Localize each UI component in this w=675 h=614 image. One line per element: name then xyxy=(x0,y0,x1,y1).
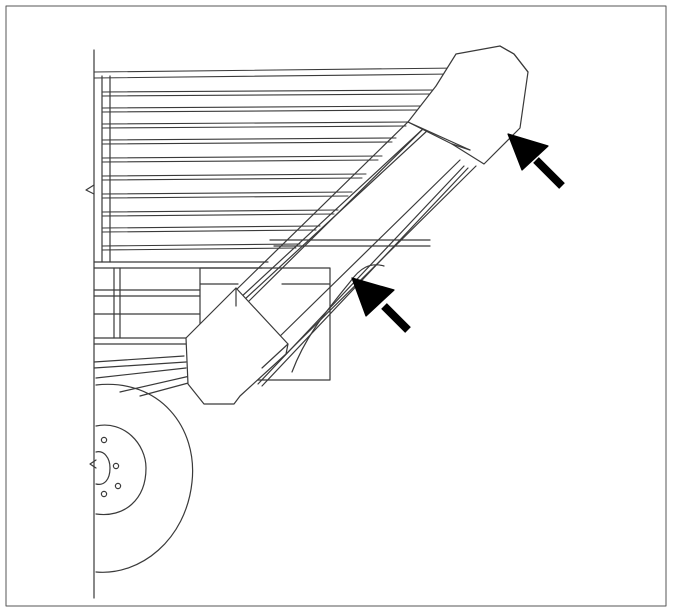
conveyor-belt-upper xyxy=(239,127,429,301)
wheel xyxy=(89,383,194,573)
tail-pulley-housing xyxy=(185,287,289,405)
frame-border xyxy=(5,5,667,607)
wagon-slats xyxy=(93,67,461,251)
wagon-bed xyxy=(93,239,431,345)
wagon-body xyxy=(85,49,111,599)
arrow-lower xyxy=(351,277,411,333)
head-pulley-housing xyxy=(407,45,529,165)
conveyor-belt-lower xyxy=(257,165,469,387)
conveyor-chute xyxy=(233,115,477,357)
arrow-upper xyxy=(507,133,565,189)
tongue xyxy=(93,355,193,397)
